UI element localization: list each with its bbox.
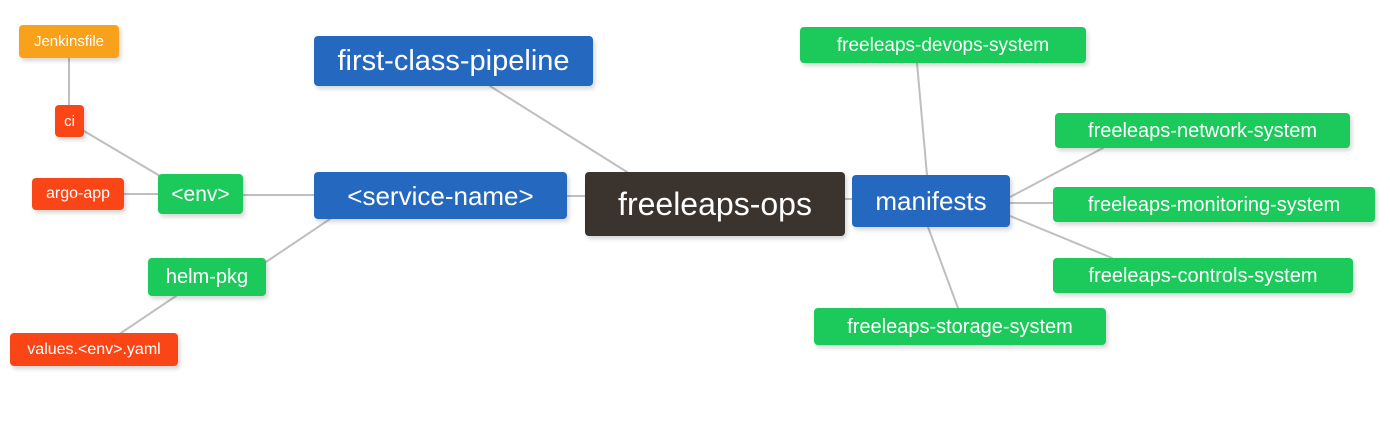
node-label-freeleaps-monitoring-system: freeleaps-monitoring-system: [1087, 193, 1341, 216]
node-jenkinsfile[interactable]: Jenkinsfile: [19, 25, 119, 58]
edge-manifests-devops: [916, 62, 928, 176]
node-label-jenkinsfile: Jenkinsfile: [33, 33, 105, 50]
node-freeleaps-devops-system[interactable]: freeleaps-devops-system: [800, 27, 1086, 63]
node-freeleaps-controls-system[interactable]: freeleaps-controls-system: [1053, 258, 1353, 293]
edge-manifests-storage: [927, 226, 959, 309]
node-ci[interactable]: ci: [55, 105, 84, 137]
node-label-manifests: manifests: [875, 186, 987, 216]
node-label-first-class-pipeline: first-class-pipeline: [337, 44, 570, 77]
node-label-env: <env>: [171, 182, 230, 206]
edge-ci-env: [83, 130, 161, 177]
edge-manifests-controls: [1009, 215, 1113, 259]
edge-helmpkg-values: [114, 295, 177, 338]
node-label-ci: ci: [64, 112, 75, 130]
node-service-name[interactable]: <service-name>: [314, 172, 567, 219]
node-helm-pkg[interactable]: helm-pkg: [148, 258, 266, 296]
node-label-freeleaps-controls-system: freeleaps-controls-system: [1088, 264, 1318, 287]
node-label-freeleaps-storage-system: freeleaps-storage-system: [847, 315, 1073, 338]
node-label-freeleaps-devops-system: freeleaps-devops-system: [836, 34, 1050, 56]
node-manifests[interactable]: manifests: [852, 175, 1010, 227]
node-argo-app[interactable]: argo-app: [32, 178, 124, 210]
node-freeleaps-storage-system[interactable]: freeleaps-storage-system: [814, 308, 1106, 345]
node-label-freeleaps-network-system: freeleaps-network-system: [1088, 119, 1317, 142]
edge-pipeline-ops: [489, 85, 628, 173]
node-values-env-yaml[interactable]: values.<env>.yaml: [10, 333, 178, 366]
node-label-helm-pkg: helm-pkg: [165, 266, 249, 288]
node-label-service-name: <service-name>: [347, 180, 534, 211]
node-label-values-env-yaml: values.<env>.yaml: [27, 340, 161, 358]
node-first-class-pipeline[interactable]: first-class-pipeline: [314, 36, 593, 86]
node-label-argo-app: argo-app: [45, 185, 111, 202]
node-freeleaps-monitoring-system[interactable]: freeleaps-monitoring-system: [1053, 187, 1375, 222]
node-env[interactable]: <env>: [158, 174, 243, 214]
node-freeleaps-ops[interactable]: freeleaps-ops: [585, 172, 845, 236]
edge-servicename-helmpkg: [265, 218, 331, 263]
node-label-freeleaps-ops: freeleaps-ops: [618, 186, 812, 222]
node-freeleaps-network-system[interactable]: freeleaps-network-system: [1055, 113, 1350, 148]
